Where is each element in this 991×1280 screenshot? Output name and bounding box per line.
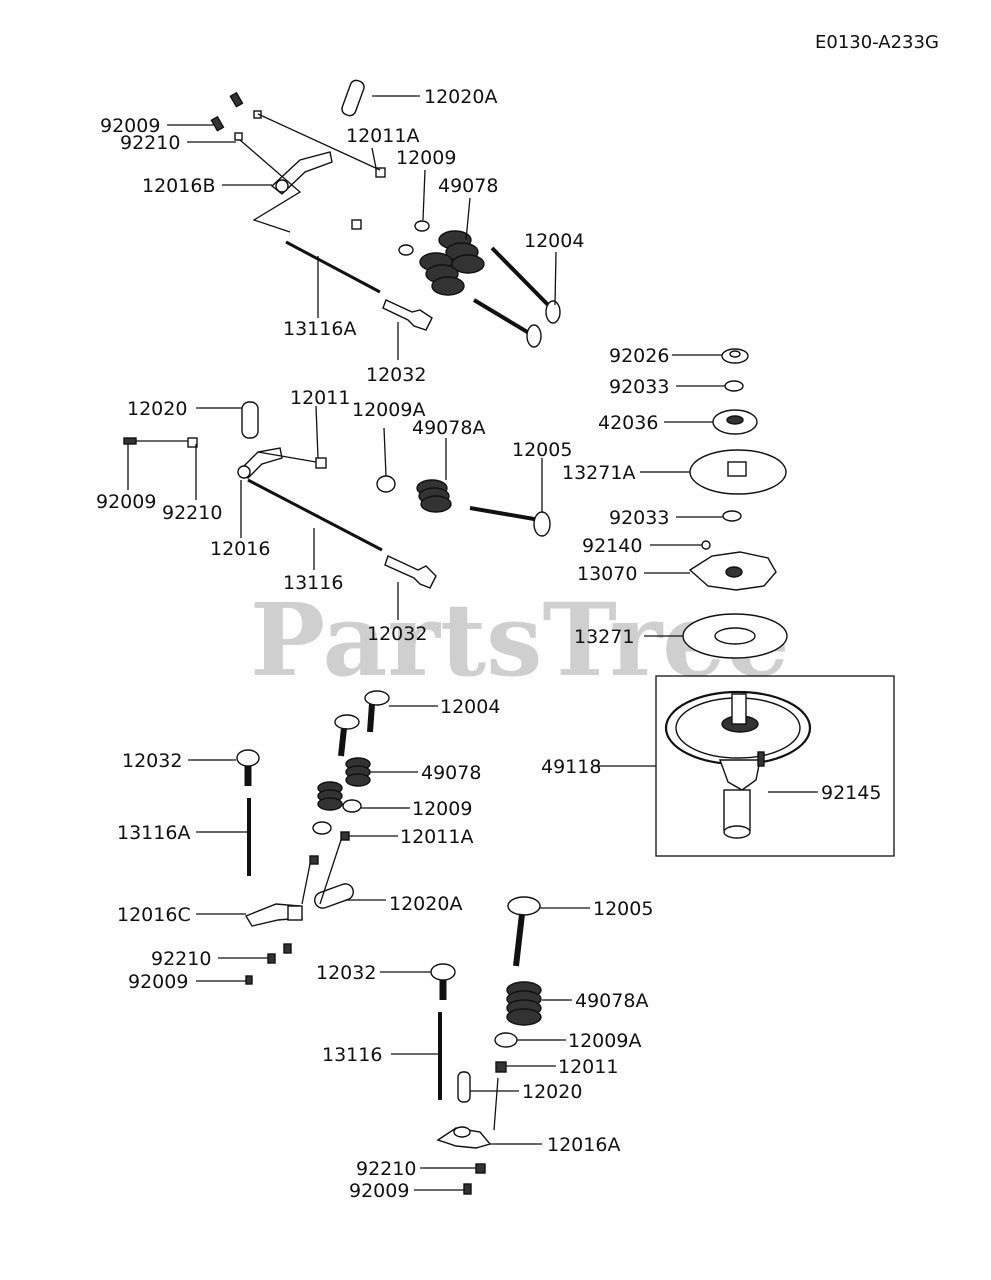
part-label: 13116A (117, 822, 190, 844)
part-label: 12009A (352, 399, 425, 421)
part-label: 92145 (821, 782, 881, 804)
part-label: 92033 (609, 507, 669, 529)
part-label: 12020 (522, 1081, 582, 1103)
part-label: 12011 (558, 1056, 618, 1078)
part-label: 12032 (366, 364, 426, 386)
part-label: 92210 (356, 1158, 416, 1180)
part-label: 12011A (400, 826, 473, 848)
bottom-right-assembly (380, 896, 590, 1195)
part-label: 92033 (609, 376, 669, 398)
part-label: 13116A (283, 318, 356, 340)
bottom-left-assembly (188, 690, 438, 985)
part-label: 49078A (412, 417, 485, 439)
part-label: 12016A (547, 1134, 620, 1156)
part-label: 49118 (541, 756, 601, 778)
part-label: 49078 (438, 175, 498, 197)
part-label: 12004 (440, 696, 500, 718)
part-label: 12020A (424, 86, 497, 108)
part-label: 92009 (96, 491, 156, 513)
part-label: 92009 (100, 115, 160, 137)
part-label: 12016 (210, 538, 270, 560)
part-label: 13271A (562, 462, 635, 484)
part-label: 12009A (568, 1030, 641, 1052)
part-label: 12016C (117, 904, 191, 926)
part-label: 92140 (582, 535, 642, 557)
part-label: 12005 (512, 439, 572, 461)
part-label: 12032 (367, 623, 427, 645)
part-label: 92009 (349, 1180, 409, 1202)
part-label: 12032 (316, 962, 376, 984)
part-label: 13116 (283, 572, 343, 594)
part-label: 92210 (120, 132, 180, 154)
part-label: 12016B (142, 175, 215, 197)
part-label: 49078A (575, 990, 648, 1012)
part-label: 49078 (421, 762, 481, 784)
part-label: 13116 (322, 1044, 382, 1066)
part-label: 12004 (524, 230, 584, 252)
part-label: 92210 (162, 502, 222, 524)
part-label: 12032 (122, 750, 182, 772)
part-label: 12011 (290, 387, 350, 409)
part-label: 12009 (396, 147, 456, 169)
camshaft-box (597, 675, 895, 857)
part-label: 12009 (412, 798, 472, 820)
part-label: 12020A (389, 893, 462, 915)
part-label: 92210 (151, 948, 211, 970)
part-label: 12011A (346, 125, 419, 147)
part-label: 12005 (593, 898, 653, 920)
diagram-code: E0130-A233G (815, 32, 939, 53)
part-label: 92026 (609, 345, 669, 367)
part-label: 13271 (574, 626, 634, 648)
part-label: 42036 (598, 412, 658, 434)
middle-assembly (123, 401, 551, 620)
part-label: 12020 (127, 398, 187, 420)
part-labels: 12020A 92009 92210 12011A 12016B 12009 4… (96, 86, 881, 1202)
part-label: 13070 (577, 563, 637, 585)
top-assembly (167, 79, 561, 360)
right-stack (640, 348, 788, 659)
part-label: 92009 (128, 971, 188, 993)
